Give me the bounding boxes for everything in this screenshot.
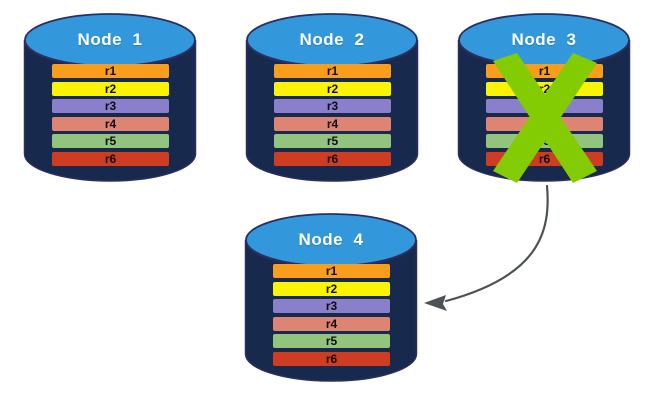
row-bar-r4[interactable]: r4 bbox=[52, 116, 169, 131]
row-bar-r6[interactable]: r6 bbox=[273, 352, 390, 366]
row-bar-r4[interactable]: r4 bbox=[273, 316, 390, 331]
row-bar-r3[interactable]: r3 bbox=[274, 99, 391, 114]
arrow-head bbox=[424, 295, 447, 311]
row-bar-r2[interactable]: r2 bbox=[52, 81, 169, 96]
row-bar-r4[interactable]: r4 bbox=[274, 116, 391, 131]
row-bar-r5[interactable]: r5 bbox=[274, 134, 391, 149]
row-bar-r5[interactable]: r5 bbox=[52, 134, 169, 149]
arrow-curve bbox=[444, 184, 549, 303]
row-bar-r3[interactable]: r3 bbox=[52, 99, 169, 114]
row-bar-r2[interactable]: r2 bbox=[274, 81, 391, 96]
row-bar-r6[interactable]: r6 bbox=[52, 152, 169, 166]
row-bar-r6[interactable]: r6 bbox=[274, 152, 391, 166]
row-bar-r3[interactable]: r3 bbox=[273, 299, 390, 314]
row-bar-r1[interactable]: r1 bbox=[273, 264, 390, 278]
row-bar-r2[interactable]: r2 bbox=[273, 281, 390, 296]
row-bar-r5[interactable]: r5 bbox=[273, 334, 390, 349]
row-bar-r1[interactable]: r1 bbox=[52, 64, 169, 78]
row-bar-r1[interactable]: r1 bbox=[274, 64, 391, 78]
